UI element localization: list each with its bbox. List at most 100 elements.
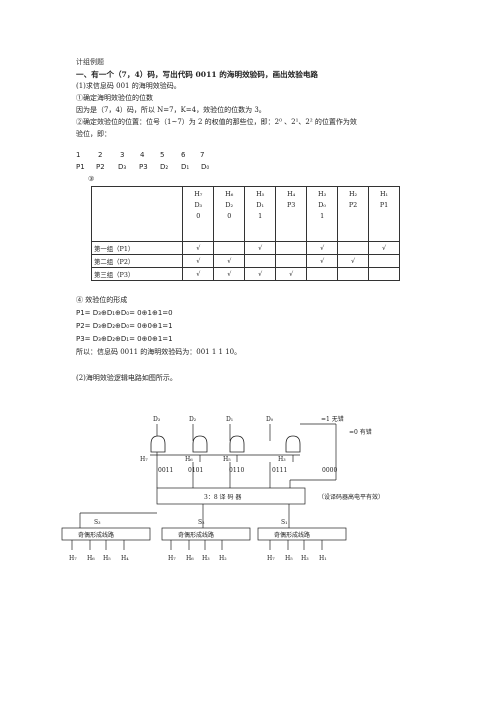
table-row: 第一组（P1） √ √ √ √ <box>90 241 400 255</box>
parity-box <box>257 527 347 541</box>
code-value: 0101 <box>188 467 203 474</box>
bottom-input-label: H₅ <box>285 555 293 562</box>
input-label-d3: D₃ <box>153 416 161 423</box>
step1-text: 因为是（7，4）码，所以 N=7，K=4，效验位的位数为 3。 <box>76 106 266 114</box>
table-cell: √ <box>213 267 246 281</box>
table-cell: √ <box>337 254 370 268</box>
bottom-input-label: H₆ <box>87 555 95 562</box>
gate-label: H₇ <box>140 456 148 463</box>
row-label: 第一组（P1） <box>90 241 184 255</box>
s-label: S₁ <box>281 519 288 526</box>
bottom-input-label: H₄ <box>121 555 129 562</box>
bottom-input-label: H₇ <box>267 555 275 562</box>
s-label: S₃ <box>94 519 101 526</box>
position-symbol: P2 <box>96 163 105 171</box>
header-sub: P1 <box>379 201 389 209</box>
part1-label: (1)求信息码 001 的海明效验码。 <box>76 82 181 90</box>
table-cell: √ <box>182 267 215 281</box>
has-error-label: =0 有错 <box>349 428 372 436</box>
part2-label: (2)海明效验逻辑电路如图所示。 <box>76 374 177 382</box>
table-row: 第三组（P3） √ √ √ √ <box>90 267 400 281</box>
table-cell: √ <box>213 254 246 268</box>
position-number: 3 <box>120 151 125 159</box>
position-symbol: D₀ <box>201 163 210 171</box>
gate-label: H₃ <box>278 456 286 463</box>
table-cell <box>337 241 370 255</box>
header-sub: D₂ <box>225 201 234 209</box>
no-error-label: =1 无错 <box>321 415 344 423</box>
header-sub: D₃ <box>194 201 203 209</box>
position-symbol: D₂ <box>160 163 169 171</box>
conclusion-text: 所以：信息码 0011 的海明效验码为：001 1 1 10。 <box>76 348 242 356</box>
bottom-input-label: H₅ <box>103 555 111 562</box>
and-gate <box>150 435 166 453</box>
table-cell <box>368 267 400 281</box>
decoder-box <box>156 487 306 505</box>
code-value: 0110 <box>229 467 244 474</box>
bottom-input-label: H₇ <box>69 555 77 562</box>
decoder-note: （设译码器高电平有效） <box>318 493 384 501</box>
step3-marker: ③ <box>88 175 95 183</box>
header-cell: H₅ D₁ 1 <box>244 186 277 242</box>
step2-line1: ②确定效验位的位置：位号（1~7）为 2 的权值的那些位，即：2⁰ 、2¹、2²… <box>76 118 357 126</box>
input-label-d2: D₂ <box>189 416 197 423</box>
code-value: 0111 <box>272 467 287 474</box>
header-blank-cell <box>90 186 184 242</box>
table-cell: √ <box>275 267 308 281</box>
input-label-d0: D₀ <box>266 416 274 423</box>
bottom-input-label: H₇ <box>168 555 176 562</box>
input-label-d1: D₁ <box>226 416 233 423</box>
parity-box-label: 奇偶形成线路 <box>78 531 114 539</box>
row-label: 第二组（P2） <box>90 254 184 268</box>
header-val: 1 <box>258 212 263 220</box>
position-number: 7 <box>200 151 205 159</box>
gate-label: H₆ <box>185 456 193 463</box>
header-h: H₂ <box>348 190 358 198</box>
table-cell <box>275 241 308 255</box>
bottom-input-label: H₃ <box>202 555 210 562</box>
step1-heading: ①确定海明效验位的位数 <box>76 94 153 102</box>
table-cell <box>306 267 339 281</box>
table-cell: √ <box>182 254 215 268</box>
code-value: 0011 <box>158 467 173 474</box>
table-cell <box>368 254 400 268</box>
hamming-check-circuit: D₃ D₂ D₁ D₀ =1 无错 =0 有错 H₇ H₆ H₅ H₃ 0011… <box>61 415 384 562</box>
bottom-input-label: H₆ <box>186 555 194 562</box>
position-symbol: D₁ <box>181 163 190 171</box>
position-number: 2 <box>98 151 103 159</box>
position-symbol: D₃ <box>118 163 127 171</box>
position-symbol: P1 <box>76 163 85 171</box>
step2-line2: 验位，即： <box>76 130 111 138</box>
header-h: H₆ <box>225 190 234 198</box>
header-cell: H₆ D₂ 0 <box>213 186 246 242</box>
s-label: S₂ <box>198 519 205 526</box>
step4-label: ④ 效验位的形成 <box>76 296 128 304</box>
position-number: 6 <box>181 151 186 159</box>
header-sub: P3 <box>286 201 296 209</box>
table-cell <box>275 254 308 268</box>
header-val: 1 <box>320 212 325 220</box>
header-h: H₁ <box>379 190 389 198</box>
table-cell: √ <box>306 254 339 268</box>
header-h: H₄ <box>287 190 296 198</box>
table-row: 第二组（P2） √ √ √ √ <box>90 254 400 268</box>
header-cell: H₁ P1 <box>368 186 400 242</box>
header-sub: D₁ <box>256 201 265 209</box>
formula-p3: P3= D₃⊕D₂⊕D₁= 0⊕0⊕1=1 <box>76 335 173 343</box>
parity-box-label: 奇偶形成线路 <box>178 531 214 539</box>
bottom-input-label: H₃ <box>301 555 309 562</box>
header-cell: H₄ P3 <box>275 186 308 242</box>
table-cell: √ <box>182 241 215 255</box>
header-val: 0 <box>227 212 232 220</box>
header-h: H₅ <box>256 190 265 198</box>
table-cell <box>213 241 246 255</box>
position-number: 5 <box>160 151 165 159</box>
header-sub: D₀ <box>318 201 326 209</box>
row-label: 第三组（P3） <box>90 267 184 281</box>
code-value: 0000 <box>322 467 337 474</box>
